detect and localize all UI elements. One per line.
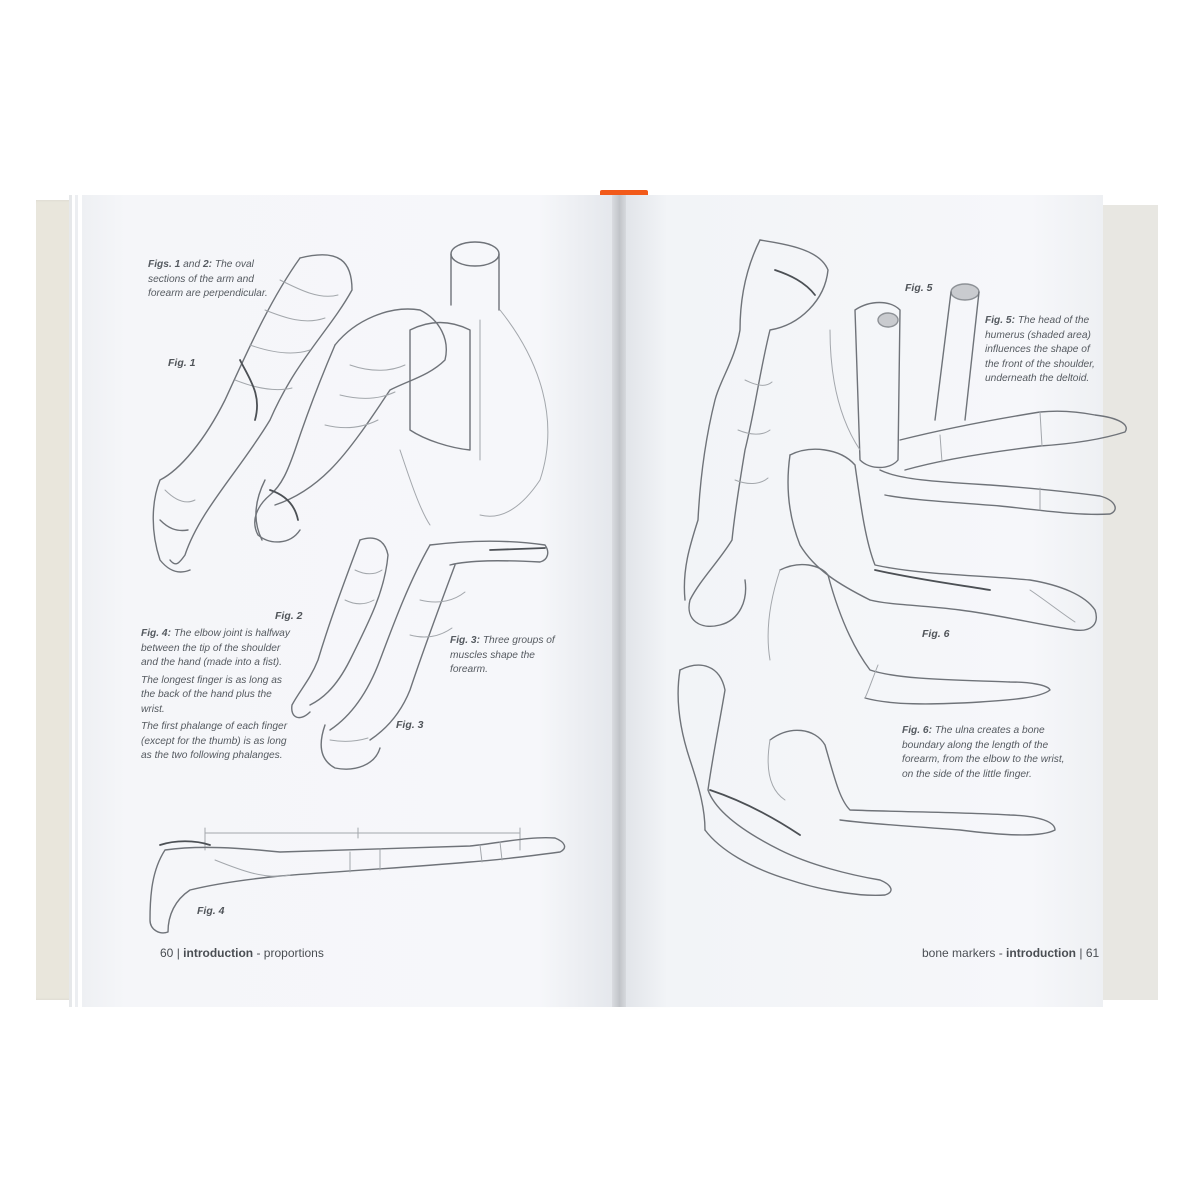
caption-figs-1-2: Figs. 1 and 2: The oval sections of the … — [148, 258, 288, 302]
caption-label: Fig. 6: — [902, 725, 932, 736]
caption-text: The elbow joint is halfway between the t… — [141, 628, 290, 668]
caption-label: Figs. 1 — [148, 259, 181, 270]
caption-text: The oval sections of the arm and forearm… — [148, 259, 268, 299]
book-gutter — [612, 195, 626, 1007]
fig-2-label: Fig. 2 — [275, 610, 302, 622]
footer-subsection: bone markers - — [922, 946, 1007, 960]
footer-separator: | — [173, 946, 184, 960]
caption-fig-5: Fig. 5: The head of the humerus (shaded … — [985, 314, 1100, 387]
page-number: 60 — [160, 946, 174, 960]
footer-subsection: - proportions — [253, 946, 324, 960]
left-page — [82, 195, 619, 1007]
fig-5-label: Fig. 5 — [905, 282, 932, 294]
fig-2-label-text: Fig. 2 — [275, 610, 303, 622]
fig-4-label: Fig. 4 — [197, 905, 224, 917]
page-number: 61 — [1085, 946, 1100, 960]
caption-fig-3: Fig. 3: Three groups of muscles shape th… — [450, 634, 570, 678]
caption-text: The head of the humerus (shaded area) in… — [985, 315, 1095, 384]
footer-separator: | — [1076, 946, 1086, 960]
book-cover-right-edge — [1100, 205, 1158, 1000]
caption-text: Three groups of muscles shape the forear… — [450, 635, 555, 675]
fig-5-label-text: Fig. 5 — [905, 282, 933, 294]
fig-6-label: Fig. 6 — [922, 628, 949, 640]
fig-3-label: Fig. 3 — [396, 719, 423, 731]
caption-fig-4: Fig. 4: The elbow joint is halfway betwe… — [141, 627, 291, 764]
caption-label: Fig. 3: — [450, 635, 480, 646]
fig-6-label-text: Fig. 6 — [922, 628, 950, 640]
caption-line-3: The first phalange of each finger (excep… — [141, 721, 288, 761]
caption-fig-6: Fig. 6: The ulna creates a bone boundary… — [902, 724, 1072, 782]
caption-joiner: and — [180, 259, 203, 270]
caption-label: Fig. 4: — [141, 628, 171, 639]
caption-text: The ulna creates a bone boundary along t… — [902, 725, 1065, 780]
fig-3-label-text: Fig. 3 — [396, 719, 424, 731]
caption-line-2: The longest finger is as long as the bac… — [141, 674, 283, 715]
fig-1-label-text: Fig. 1 — [168, 357, 196, 369]
caption-label-2: 2: — [202, 259, 213, 270]
footer-section: introduction — [183, 946, 254, 960]
fig-4-label-text: Fig. 4 — [197, 905, 225, 917]
left-page-footer: 60 | introduction - proportions — [160, 946, 324, 960]
right-page-footer: bone markers - introduction | 61 — [922, 946, 1099, 960]
footer-section: introduction — [1006, 946, 1077, 960]
fig-1-label: Fig. 1 — [168, 357, 195, 369]
caption-label: Fig. 5: — [985, 315, 1015, 326]
